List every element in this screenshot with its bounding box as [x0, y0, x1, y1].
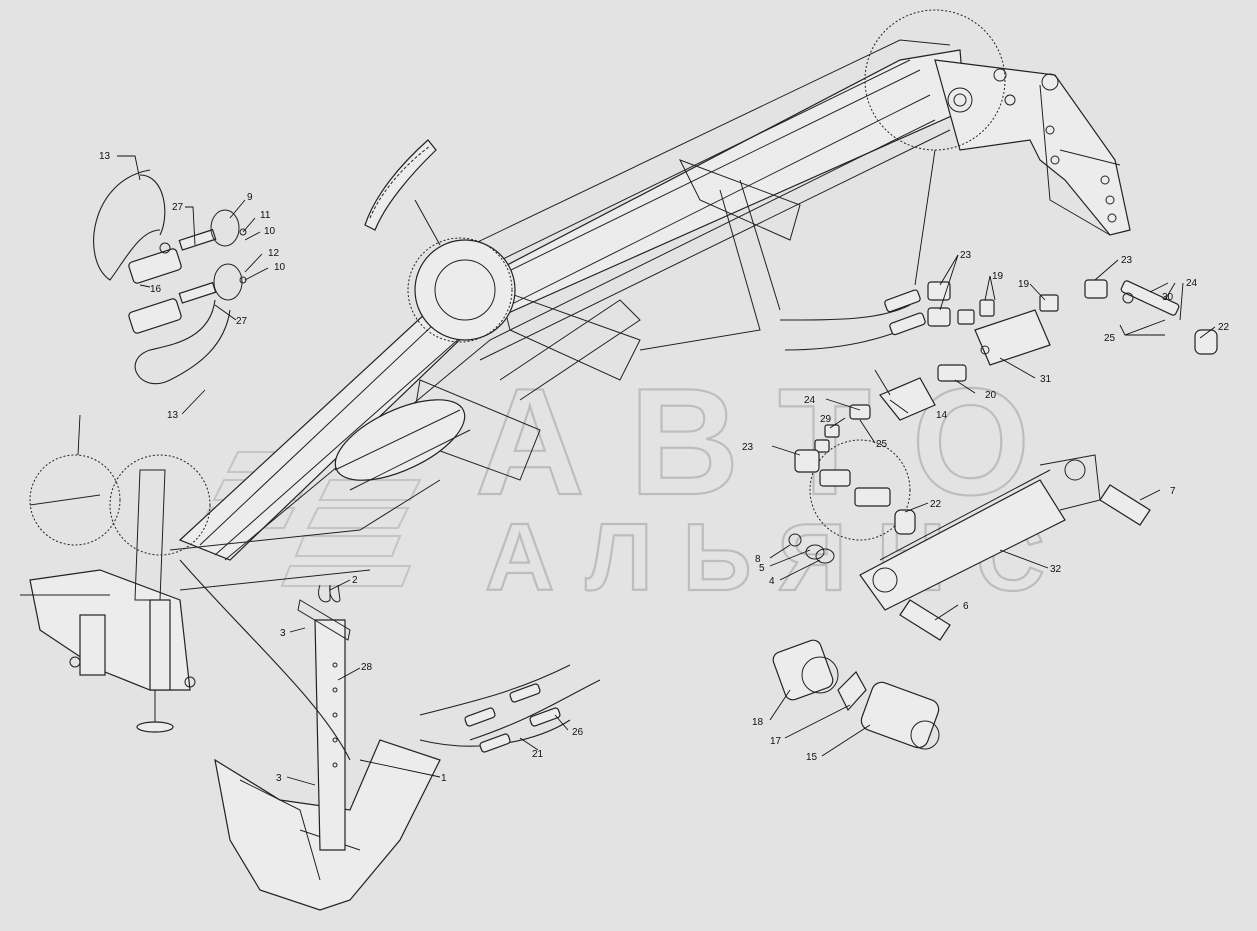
callout-24: 24 [1186, 278, 1198, 289]
callout-29: 29 [820, 414, 832, 425]
callout-23: 23 [742, 442, 754, 453]
callout-2: 2 [352, 575, 358, 586]
hydraulic-cylinder [788, 454, 1151, 641]
callout-7: 7 [1170, 486, 1176, 497]
callout-19: 19 [992, 271, 1004, 282]
callout-14: 14 [936, 410, 948, 421]
callout-10: 10 [264, 226, 276, 237]
callout-25: 25 [1104, 333, 1116, 344]
callout-4: 4 [769, 576, 775, 587]
callout-3: 3 [280, 628, 286, 639]
callout-21: 21 [532, 749, 544, 760]
callout-1: 1 [441, 773, 447, 784]
callout-22: 22 [930, 499, 942, 510]
callout-13: 13 [99, 151, 111, 162]
callout-23: 23 [1121, 255, 1133, 266]
callout-6: 6 [963, 601, 969, 612]
callout-32: 32 [1050, 564, 1062, 575]
detail-circle-mid [407, 237, 513, 343]
detail-circle-left2 [109, 454, 211, 556]
fitting-detail [772, 639, 940, 750]
callout-17: 17 [770, 736, 782, 747]
quick-coupling-group [93, 169, 247, 385]
callout-27: 27 [172, 202, 184, 213]
callout-25: 25 [876, 439, 888, 450]
hitch-frame [20, 469, 196, 733]
hydraulic-fittings [779, 279, 1218, 535]
callout-9: 9 [247, 192, 253, 203]
detail-circle-left [29, 454, 121, 546]
callout-5: 5 [759, 563, 765, 574]
callout-20: 20 [985, 390, 997, 401]
callout-15: 15 [806, 752, 818, 763]
mounting-bracket [934, 59, 1131, 236]
callout-11: 11 [260, 210, 271, 221]
callout-8: 8 [755, 554, 761, 565]
callout-30: 30 [1162, 292, 1174, 303]
leader-lines [117, 155, 1216, 786]
callout-labels: 13 27 9 11 10 12 10 16 27 13 23 19 19 23… [99, 151, 1230, 784]
callout-19: 19 [1018, 279, 1030, 290]
detail-circle-fittings [809, 439, 911, 541]
callout-24: 24 [804, 395, 816, 406]
left-wire [29, 494, 101, 506]
callout-13: 13 [167, 410, 179, 421]
callout-16: 16 [150, 284, 162, 295]
center-hose [179, 559, 351, 761]
bottom-frame [214, 584, 441, 911]
callout-27: 27 [236, 316, 248, 327]
callout-10: 10 [274, 262, 286, 273]
middle-hoses [419, 664, 601, 753]
callout-26: 26 [572, 727, 584, 738]
chain-detail [364, 139, 437, 231]
callout-28: 28 [361, 662, 373, 673]
callout-23: 23 [960, 250, 972, 261]
callout-3: 3 [276, 773, 282, 784]
callout-12: 12 [268, 248, 280, 259]
callout-31: 31 [1040, 374, 1052, 385]
callout-18: 18 [752, 717, 764, 728]
callout-22: 22 [1218, 322, 1230, 333]
